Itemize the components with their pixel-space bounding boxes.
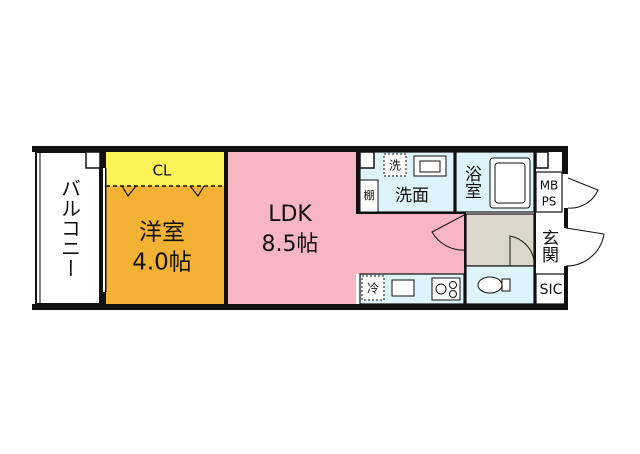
western-room-label: 洋室 — [139, 220, 185, 246]
mbps-door-swing-icon — [567, 177, 599, 209]
closet-door-left-icon — [121, 185, 137, 198]
stove-icon — [431, 277, 461, 301]
ps-label: PS — [542, 195, 557, 209]
entrance-area — [465, 213, 535, 267]
toilet-door-swing-icon — [509, 235, 535, 266]
bathtub-icon — [489, 157, 531, 209]
ldk-size: 8.5帖 — [262, 232, 319, 257]
closet-label: CL — [153, 162, 172, 180]
closet-door-right-icon — [189, 185, 205, 198]
washing-machine-label: 洗 — [389, 159, 401, 173]
sink-icon — [391, 279, 415, 297]
ldk-area — [228, 152, 356, 304]
ldk-label: LDK — [268, 202, 312, 227]
pillar — [535, 151, 549, 169]
entrance-label: 玄関 — [538, 229, 558, 263]
ldk-door-swing-icon — [431, 213, 467, 251]
refrigerator-label: 冷 — [367, 282, 379, 296]
shelf-label: 棚 — [364, 188, 375, 202]
toilet-icon — [477, 276, 511, 294]
balcony-label: バルコニー — [58, 178, 82, 278]
sic-label: SIC — [540, 282, 563, 298]
washing-machine-icon — [383, 153, 407, 177]
closet-area — [106, 152, 224, 186]
pillar — [359, 151, 375, 169]
entrance-door-swing-icon — [565, 227, 605, 267]
refrigerator-icon — [361, 275, 385, 301]
western-room — [106, 186, 224, 304]
pillar — [85, 151, 101, 169]
western-room-size: 4.0帖 — [132, 250, 192, 276]
mb-ps-area — [535, 171, 563, 213]
bathroom-label-line1: 浴室 — [461, 165, 482, 199]
wash-basin-icon — [413, 155, 447, 177]
balcony-area — [35, 151, 101, 305]
mb-label: MB — [540, 179, 559, 193]
washroom-label: 洗面 — [395, 186, 429, 206]
